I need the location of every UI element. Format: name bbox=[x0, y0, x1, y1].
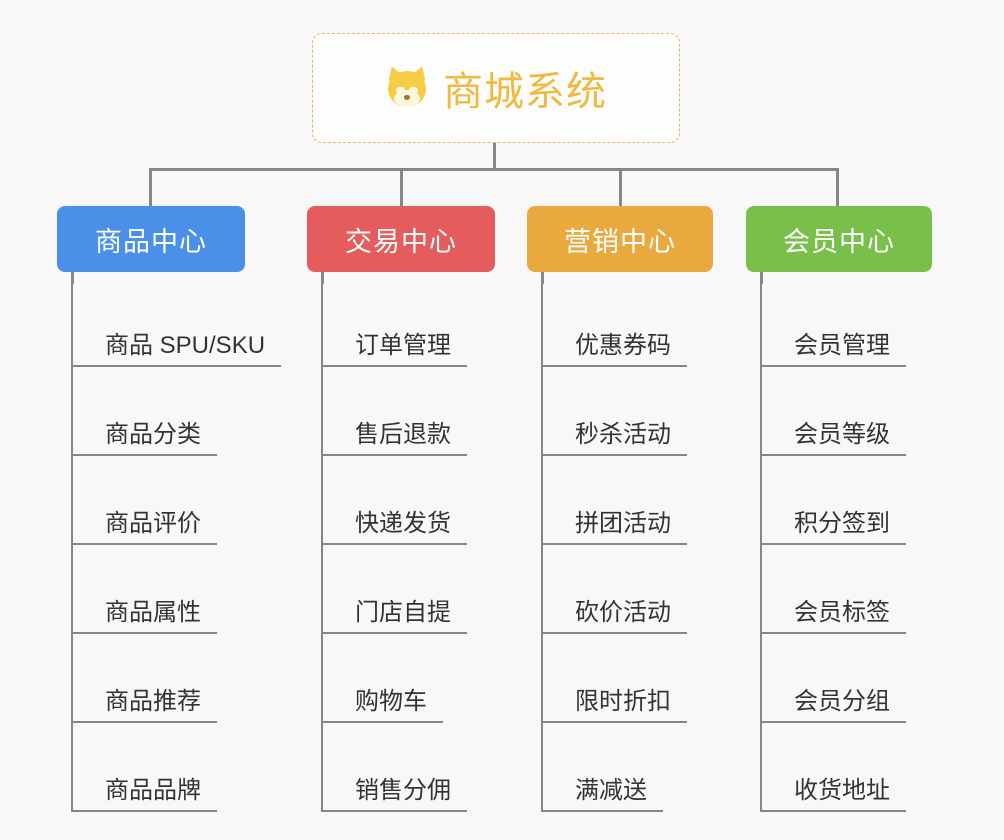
branch-list-product-center: 商品 SPU/SKU 商品分类 商品评价 商品属性 商品推荐 商品品牌 bbox=[71, 278, 282, 812]
list-item[interactable]: 会员分组 bbox=[762, 634, 906, 723]
list-item-label: 商品分类 bbox=[73, 421, 217, 456]
list-item[interactable]: 购物车 bbox=[323, 634, 467, 723]
list-item-label: 商品品牌 bbox=[73, 777, 217, 812]
list-item-label: 积分签到 bbox=[762, 510, 906, 545]
connector-horizontal-bus bbox=[149, 168, 838, 171]
branch-list-marketing-center: 优惠券码 秒杀活动 拼团活动 砍价活动 限时折扣 满减送 bbox=[541, 278, 687, 812]
list-item[interactable]: 拼团活动 bbox=[543, 456, 687, 545]
branch-label: 营销中心 bbox=[564, 226, 676, 257]
list-item[interactable]: 商品品牌 bbox=[73, 723, 281, 812]
list-item-label: 销售分佣 bbox=[323, 777, 467, 812]
list-item[interactable]: 秒杀活动 bbox=[543, 367, 687, 456]
branch-marketing-center: 营销中心 优惠券码 秒杀活动 拼团活动 砍价活动 限时折扣 满减送 bbox=[527, 206, 713, 812]
branch-label: 商品中心 bbox=[95, 226, 207, 257]
list-item[interactable]: 会员等级 bbox=[762, 367, 906, 456]
list-item[interactable]: 商品属性 bbox=[73, 545, 281, 634]
list-item[interactable]: 会员管理 bbox=[762, 278, 906, 367]
list-item-label: 快递发货 bbox=[323, 510, 467, 545]
list-item[interactable]: 商品 SPU/SKU bbox=[73, 278, 282, 367]
branch-list-member-center: 会员管理 会员等级 积分签到 会员标签 会员分组 收货地址 bbox=[760, 278, 906, 812]
list-item-label: 拼团活动 bbox=[543, 510, 687, 545]
list-item-label: 商品属性 bbox=[73, 599, 217, 634]
branch-label: 会员中心 bbox=[783, 226, 895, 257]
branch-trade-center: 交易中心 订单管理 售后退款 快递发货 门店自提 购物车 销售分佣 bbox=[307, 206, 495, 812]
list-item-label: 会员管理 bbox=[762, 332, 906, 367]
list-item[interactable]: 订单管理 bbox=[323, 278, 467, 367]
root-title: 商城系统 bbox=[443, 70, 607, 114]
list-item[interactable]: 销售分佣 bbox=[323, 723, 467, 812]
list-item-label: 优惠券码 bbox=[543, 332, 687, 367]
branch-label: 交易中心 bbox=[345, 226, 457, 257]
list-item[interactable]: 商品推荐 bbox=[73, 634, 281, 723]
list-item[interactable]: 门店自提 bbox=[323, 545, 467, 634]
branch-header-marketing-center[interactable]: 营销中心 bbox=[527, 206, 713, 272]
list-item-label: 收货地址 bbox=[762, 777, 906, 812]
list-item-label: 售后退款 bbox=[323, 421, 467, 456]
branch-header-product-center[interactable]: 商品中心 bbox=[57, 206, 245, 272]
connector-drop-2 bbox=[400, 168, 403, 209]
list-item[interactable]: 优惠券码 bbox=[543, 278, 687, 367]
connector-drop-3 bbox=[619, 168, 622, 209]
branch-member-center: 会员中心 会员管理 会员等级 积分签到 会员标签 会员分组 收货地址 bbox=[746, 206, 932, 812]
list-item-label: 限时折扣 bbox=[543, 688, 687, 723]
list-item-label: 满减送 bbox=[543, 777, 663, 812]
list-item-label: 会员分组 bbox=[762, 688, 906, 723]
list-item-label: 商品推荐 bbox=[73, 688, 217, 723]
list-item-label: 砍价活动 bbox=[543, 599, 687, 634]
branch-header-member-center[interactable]: 会员中心 bbox=[746, 206, 932, 272]
list-item-label: 秒杀活动 bbox=[543, 421, 687, 456]
list-item-label: 门店自提 bbox=[323, 599, 467, 634]
list-item[interactable]: 积分签到 bbox=[762, 456, 906, 545]
list-item-label: 订单管理 bbox=[323, 332, 467, 367]
list-item[interactable]: 满减送 bbox=[543, 723, 687, 812]
list-item[interactable]: 会员标签 bbox=[762, 545, 906, 634]
list-item[interactable]: 收货地址 bbox=[762, 723, 906, 812]
list-item-label: 会员标签 bbox=[762, 599, 906, 634]
list-item-label: 会员等级 bbox=[762, 421, 906, 456]
branch-product-center: 商品中心 商品 SPU/SKU 商品分类 商品评价 商品属性 商品推荐 商品品牌 bbox=[57, 206, 282, 812]
list-item-label: 商品评价 bbox=[73, 510, 217, 545]
root-node[interactable]: 商城系统 bbox=[312, 33, 680, 143]
branch-list-trade-center: 订单管理 售后退款 快递发货 门店自提 购物车 销售分佣 bbox=[321, 278, 467, 812]
list-item[interactable]: 限时折扣 bbox=[543, 634, 687, 723]
list-item-label: 商品 SPU/SKU bbox=[73, 332, 282, 367]
shiba-dog-face-icon bbox=[384, 63, 430, 110]
connector-drop-4 bbox=[836, 168, 839, 209]
connector-drop-1 bbox=[149, 168, 152, 209]
list-item-label: 购物车 bbox=[323, 688, 443, 723]
list-item[interactable]: 商品分类 bbox=[73, 367, 281, 456]
list-item[interactable]: 砍价活动 bbox=[543, 545, 687, 634]
connector-root-stem bbox=[493, 143, 496, 170]
branch-header-trade-center[interactable]: 交易中心 bbox=[307, 206, 495, 272]
list-item[interactable]: 商品评价 bbox=[73, 456, 281, 545]
list-item[interactable]: 快递发货 bbox=[323, 456, 467, 545]
list-item[interactable]: 售后退款 bbox=[323, 367, 467, 456]
